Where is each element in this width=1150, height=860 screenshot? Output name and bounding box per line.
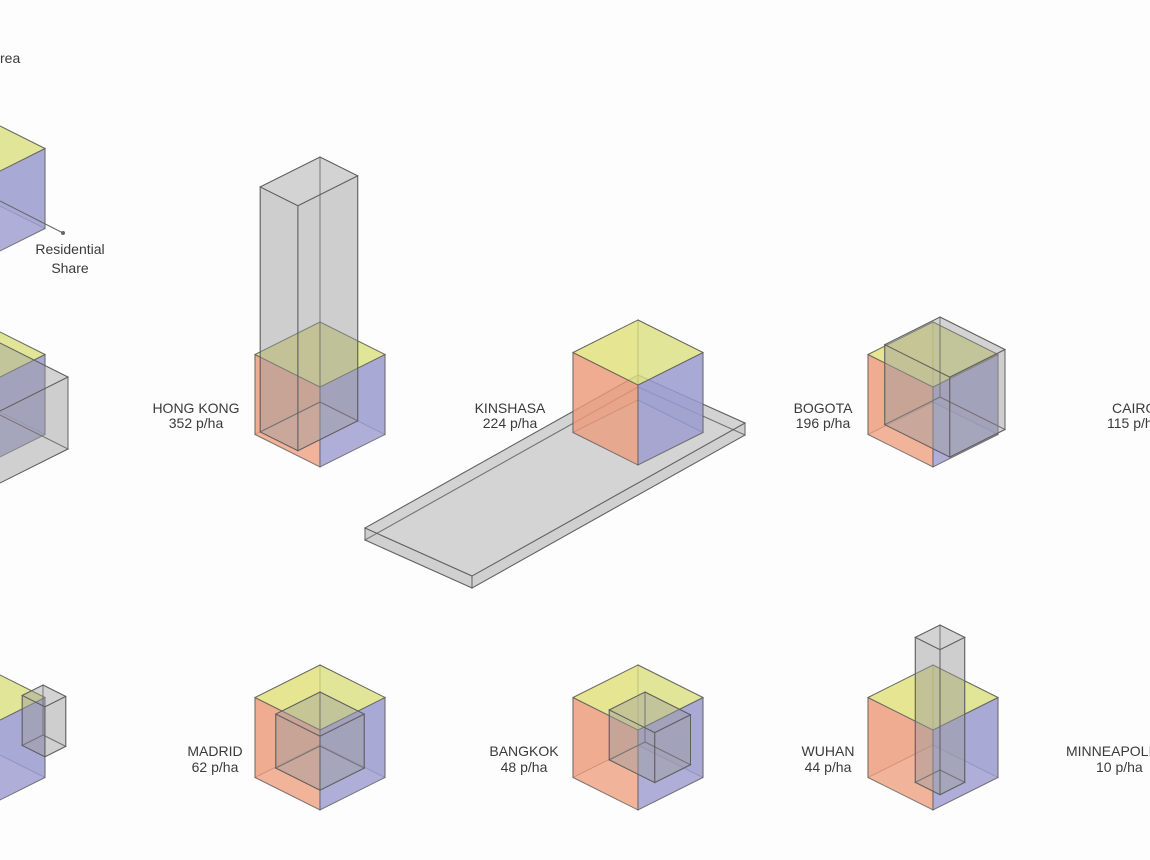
city-name-hong-kong: HONG KONG [152,400,239,416]
city-density-wuhan: 44 p/ha [805,759,852,775]
city-name-bogota: BOGOTA [794,400,854,416]
legend-cube-right-face [0,147,46,252]
city-density-cairo: 115 p/ha [1107,415,1150,431]
city-density-kinshasa: 224 p/ha [483,415,538,431]
city-density-minneapolis: 10 p/ha [1096,759,1143,775]
legend-residential-label: Residential [35,241,104,257]
city-density-bogota: 196 p/ha [796,415,851,431]
kinshasa-cube-top-face [571,319,705,386]
partial-gray-box-row2-top-face [0,342,70,412]
bogota-gray-box-top-face [883,316,1007,378]
partial-gray-box-row2-right-face [0,376,69,484]
partial-gray-box-row2-bottom-face [0,414,70,484]
city-density-hong-kong: 352 p/ha [169,415,224,431]
city-name-madrid: MADRID [187,743,242,759]
wuhan-cube-top-face [866,664,1000,731]
city-name-cairo: CAIRO [1112,400,1150,416]
bogota-cube-top-face [866,321,1000,388]
legend-area-label: rea [0,50,20,66]
bangkok-inner-box-top-face [608,691,692,734]
partial-gray-box-row3-top-face [21,684,67,708]
city-density-bangkok: 48 p/ha [501,759,548,775]
legend-leader-dot [61,231,65,235]
bangkok-cube-top-face [571,664,705,731]
city-name-wuhan: WUHAN [802,743,855,759]
madrid-inner-box-top-face [274,691,366,737]
city-name-kinshasa: KINSHASA [475,400,546,416]
wuhan-tower-top-face [914,624,966,651]
hong-kong-tower-top-face [259,156,359,207]
legend-share-label: Share [51,260,89,276]
legend-cube-top-face [0,125,47,172]
city-name-bangkok: BANGKOK [489,743,559,759]
legend-leader-line [0,200,64,234]
city-name-minneapolis: MINNEAPOLIS [1066,743,1150,759]
city-density-madrid: 62 p/ha [192,759,239,775]
